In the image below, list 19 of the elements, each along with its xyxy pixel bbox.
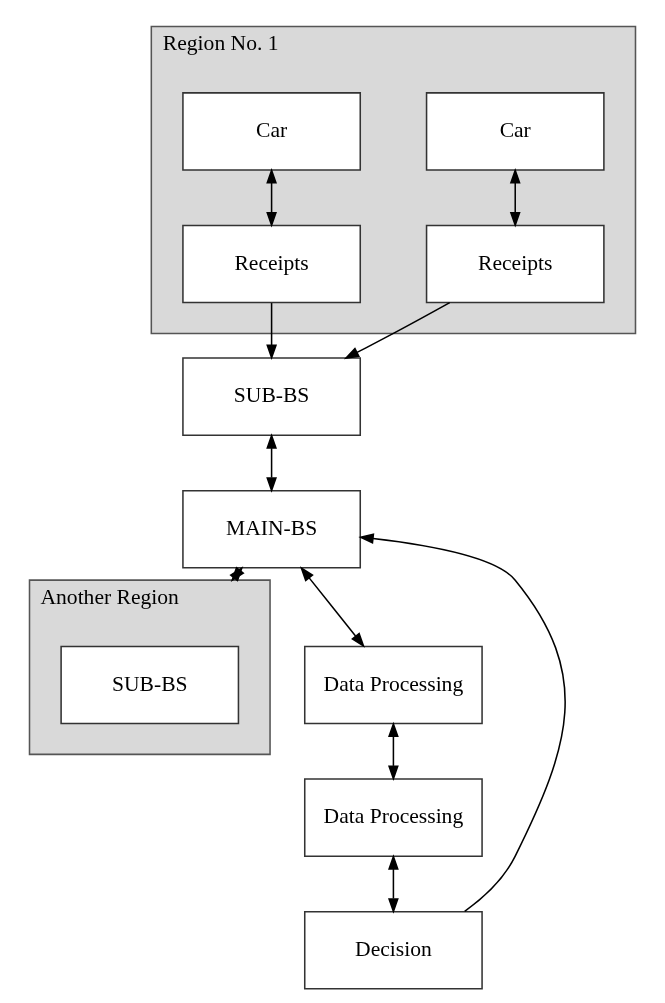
arrow bbox=[299, 566, 365, 648]
node-box: Decision bbox=[303, 910, 483, 990]
arrow bbox=[266, 433, 277, 493]
arrow bbox=[266, 168, 277, 228]
node-box: Data Processing bbox=[303, 645, 483, 725]
node-box: MAIN-BS bbox=[182, 489, 362, 569]
node-box: Car bbox=[425, 92, 605, 171]
node-box: Receipts bbox=[182, 224, 362, 304]
node-box: Car bbox=[182, 92, 362, 171]
arrow bbox=[388, 854, 399, 914]
node-box: Data Processing bbox=[303, 778, 483, 857]
arrow bbox=[509, 168, 521, 228]
arrow bbox=[266, 302, 277, 361]
arrow bbox=[388, 721, 399, 781]
node-box: Receipts bbox=[425, 224, 605, 304]
node-box: SUB-BS bbox=[182, 357, 362, 436]
node-box: SUB-BS bbox=[60, 645, 240, 725]
arrow bbox=[343, 301, 451, 360]
arrow bbox=[358, 533, 566, 913]
